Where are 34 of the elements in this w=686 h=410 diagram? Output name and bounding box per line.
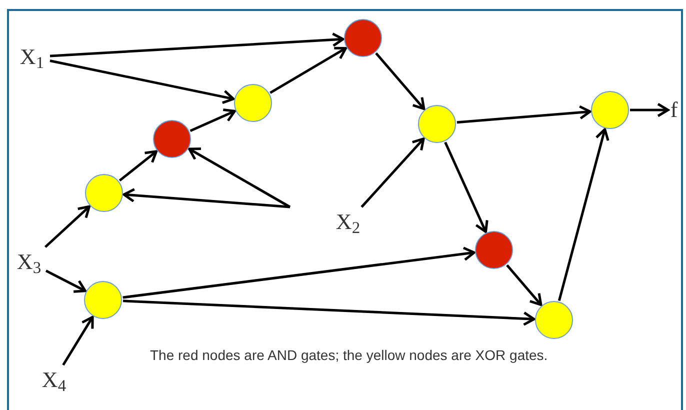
gate-node [591, 91, 629, 129]
gate-node [475, 231, 513, 269]
arrow [558, 128, 610, 301]
arrow [122, 246, 476, 299]
arrow [122, 188, 290, 208]
input-label: X$_{4}$ [36, 365, 72, 395]
gate-node [535, 301, 573, 339]
arrow [118, 150, 158, 182]
arrow [375, 52, 426, 110]
arrow [270, 46, 348, 94]
gate-node [418, 105, 456, 143]
arrow [50, 32, 344, 58]
caption: The red nodes are AND gates; the yellow nodes are XOR gates. [150, 346, 549, 365]
arrow [44, 205, 91, 248]
gate-node [234, 84, 272, 122]
arrow [630, 102, 670, 118]
arrow [122, 300, 536, 326]
arrow [360, 138, 425, 208]
input-label: f [668, 95, 680, 125]
arrow [62, 316, 94, 366]
arrow [444, 142, 488, 234]
arrow [190, 108, 236, 132]
gate-node [85, 174, 123, 212]
gate-node [153, 120, 191, 158]
input-label: X$_{2}$ [330, 207, 366, 237]
arrow [456, 105, 592, 124]
gate-node [84, 281, 122, 319]
input-label: X$_{1}$ [14, 42, 50, 72]
gate-node [344, 19, 382, 57]
arrow [506, 264, 542, 306]
arrow [45, 270, 86, 293]
arrow [188, 148, 291, 208]
arrow [50, 60, 235, 104]
input-label: X$_{3}$ [12, 247, 46, 277]
